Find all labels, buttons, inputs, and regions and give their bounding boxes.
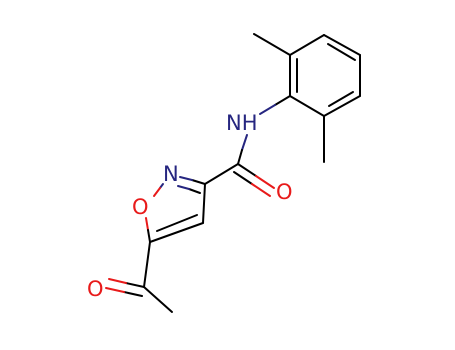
carbonyl-o-label: O [276, 180, 293, 204]
ring-o-label: O [132, 195, 149, 219]
hetero-bonds [105, 95, 291, 297]
ring-n-label: N [163, 162, 179, 186]
amide-nh-label: NH [226, 111, 258, 135]
acetyl-o-label: O [87, 277, 104, 301]
carbon-bonds [143, 33, 361, 313]
